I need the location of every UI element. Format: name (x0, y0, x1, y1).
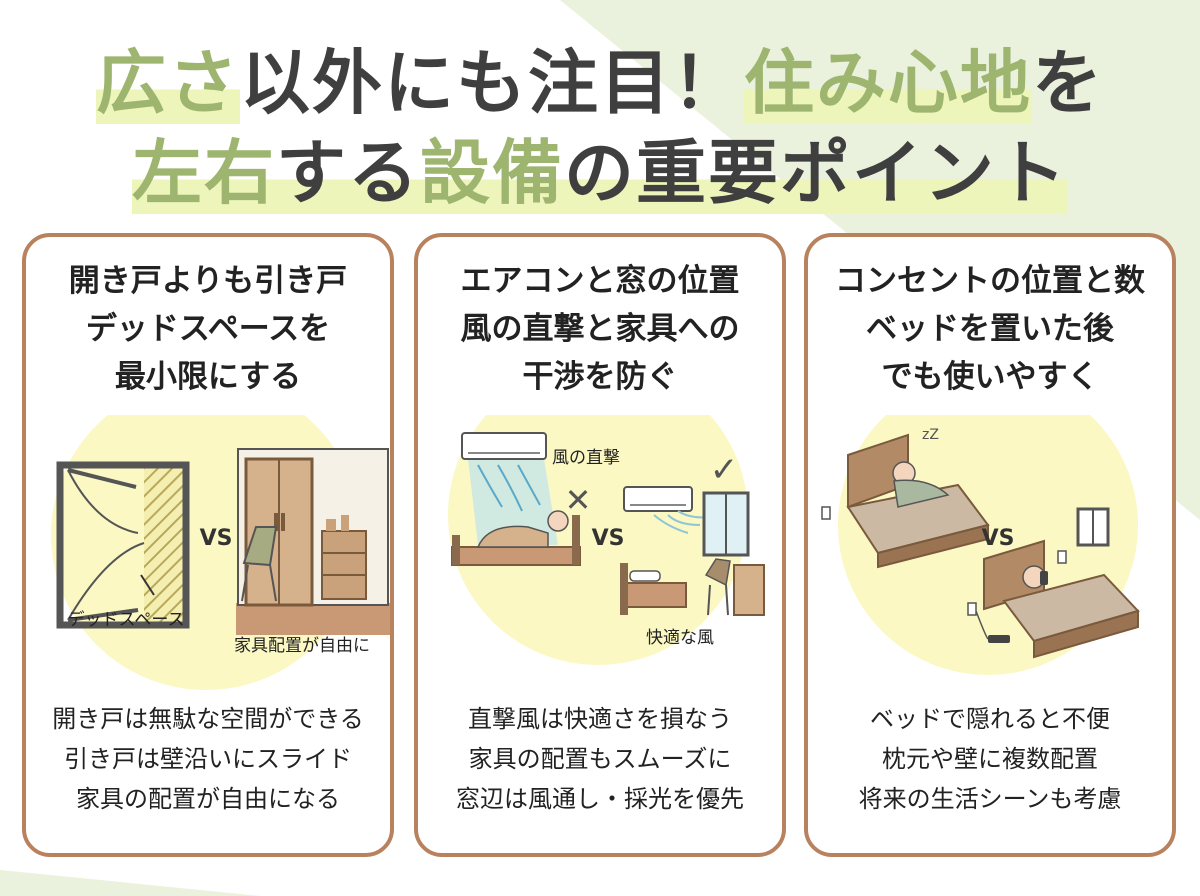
card-heading: コンセントの位置と数 ベッドを置いた後 でも使いやすく (808, 257, 1172, 401)
aircon-comparison-illustration: ✕ 風の直撃 VS ✓ 快適な風 (448, 415, 765, 665)
comfortable-wind-scene: ✓ (620, 450, 765, 616)
dead-space-label: デッドスペース (68, 609, 185, 630)
accessible-outlet-scene (967, 507, 1140, 659)
page-title-line1: 広さ以外にも注目！住み心地を (0, 42, 1200, 124)
title-segment: 左右 (132, 132, 276, 214)
card-body-line: 将来の生活シーンも考慮 (858, 785, 1122, 813)
page-title-line2: 左右する設備の重要ポイント (0, 132, 1200, 214)
vs-label: VS (982, 526, 1015, 551)
door-comparison-illustration: VS デッドスペース 家具配置が自由に (51, 415, 390, 690)
comfortable-wind-label: 快適な風 (646, 628, 714, 648)
title-segment: 設備 (420, 132, 564, 214)
card-outlet-position: コンセントの位置と数 ベッドを置いた後 でも使いやすく zZ VS (804, 233, 1176, 857)
card-body-line: 家具の配置もスムーズに (468, 745, 732, 773)
vs-label: VS (200, 526, 233, 551)
card-body-line: 開き戸は無駄な空間ができる (52, 705, 364, 733)
card-heading: エアコンと窓の位置 風の直撃と家具への 干渉を防ぐ (418, 257, 782, 401)
direct-wind-scene: ✕ (451, 432, 592, 566)
card-heading-line: エアコンと窓の位置 (460, 263, 740, 299)
card-heading-line: コンセントの位置と数 (835, 263, 1145, 299)
card-body: 直撃風は快適さを損なう 家具の配置もスムーズに 窓辺は風通し・採光を優先 (418, 699, 782, 819)
title-segment: する (276, 132, 420, 214)
sleep-icon: zZ (922, 427, 939, 443)
direct-wind-label: 風の直撃 (552, 448, 620, 468)
card-heading-line: デッドスペースを (85, 311, 331, 347)
check-mark: ✓ (710, 450, 739, 490)
title-segment: 住み心地 (744, 42, 1032, 124)
card-heading: 開き戸よりも引き戸 デッドスペースを 最小限にする (26, 257, 390, 401)
cross-mark: ✕ (565, 481, 592, 519)
sliding-door-room (236, 448, 390, 635)
card-body-line: ベッドで隠れると不便 (870, 705, 1110, 733)
furniture-free-label: 家具配置が自由に (234, 636, 370, 656)
title-segment: の重要ポイント (564, 132, 1068, 214)
card-body: ベッドで隠れると不便 枕元や壁に複数配置 将来の生活シーンも考慮 (808, 699, 1172, 819)
card-body-line: 窓辺は風通し・採光を優先 (456, 785, 744, 813)
card-sliding-door: 開き戸よりも引き戸 デッドスペースを 最小限にする VS (22, 233, 394, 857)
title-segment: 以外にも注目！ (240, 42, 744, 124)
card-heading-line: 干渉を防ぐ (522, 359, 678, 395)
card-heading-line: 開き戸よりも引き戸 (68, 263, 348, 299)
card-body-line: 家具の配置が自由になる (76, 785, 340, 813)
card-heading-line: ベッドを置いた後 (866, 311, 1114, 347)
card-heading-line: でも使いやすく (881, 359, 1099, 395)
title-segment: 広さ (96, 42, 240, 124)
bed-hidden-outlet-scene: zZ (821, 427, 990, 569)
vs-label: VS (592, 526, 625, 551)
card-heading-line: 風の直撃と家具への (460, 311, 740, 347)
card-aircon-window: エアコンと窓の位置 風の直撃と家具への 干渉を防ぐ ✕ 風の直撃 VS ✓ (414, 233, 786, 857)
card-body-line: 枕元や壁に複数配置 (882, 745, 1098, 773)
card-body-line: 引き戸は壁沿いにスライド (64, 745, 352, 773)
hinged-door-plan (56, 461, 190, 629)
card-body-line: 直撃風は快適さを損なう (468, 705, 732, 733)
outlet-comparison-illustration: zZ VS (821, 415, 1140, 675)
title-segment: を (1032, 42, 1104, 124)
card-body: 開き戸は無駄な空間ができる 引き戸は壁沿いにスライド 家具の配置が自由になる (26, 699, 390, 819)
card-heading-line: 最小限にする (114, 359, 302, 395)
